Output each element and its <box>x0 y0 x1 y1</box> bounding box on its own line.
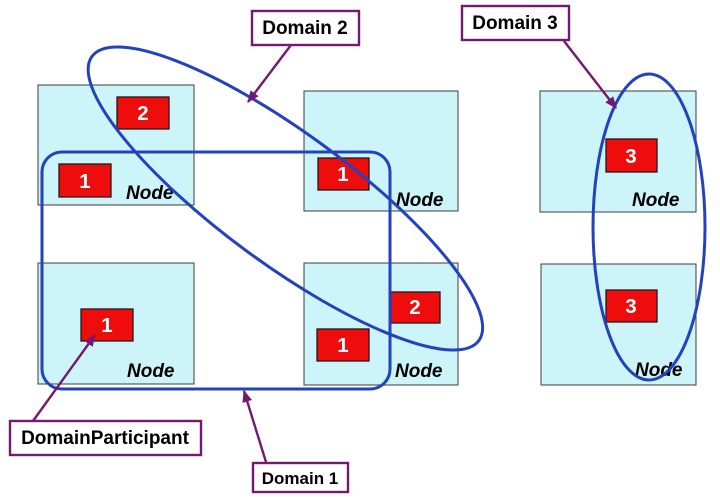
participant-number: 2 <box>137 102 148 125</box>
callout-domain-2: Domain 2 <box>250 9 361 47</box>
domain-2-arrow <box>247 44 292 103</box>
participant-number: 1 <box>101 314 112 337</box>
callout-arrows <box>32 40 617 463</box>
domain-2-outline <box>86 45 485 352</box>
participant-3-top-right: 3 <box>605 138 658 173</box>
participant-number: 1 <box>337 163 348 186</box>
node-label: Node <box>395 361 443 382</box>
callout-box <box>460 4 571 42</box>
participant-2-top-left: 2 <box>116 96 170 130</box>
participant-2-bottom-middle: 2 <box>390 291 441 324</box>
node-box <box>540 263 697 386</box>
callout-domainparticipant: DomainParticipant <box>8 419 203 457</box>
node-label: Node <box>127 361 175 382</box>
domain-1-arrow <box>242 390 268 463</box>
callout-label: DomainParticipant <box>21 428 190 449</box>
domain-3-arrow <box>563 40 617 109</box>
callout-box <box>8 419 203 457</box>
callout-domain-1: Domain 1 <box>251 461 350 494</box>
callout-label: Domain 2 <box>262 18 348 39</box>
participant-number: 2 <box>409 296 420 319</box>
participant-box <box>605 289 658 323</box>
node-label: Node <box>632 190 680 211</box>
participant-1-bottom-left: 1 <box>80 308 134 342</box>
callout-domain-3: Domain 3 <box>460 4 571 42</box>
participant-box <box>316 328 370 362</box>
participant-number: 1 <box>337 334 348 357</box>
node-label: Node <box>635 360 683 381</box>
participant-box <box>58 163 112 198</box>
participant-group: 2 1 1 3 1 2 1 3 <box>58 96 658 362</box>
callout-box <box>250 9 361 47</box>
participant-number: 1 <box>79 170 90 193</box>
node-label: Node <box>126 183 174 204</box>
participant-box <box>116 96 170 130</box>
participant-1-bottom-middle: 1 <box>316 328 370 362</box>
callout-labels: Domain 2 Domain 3 DomainParticipant Doma… <box>8 4 571 494</box>
domain-shapes <box>40 45 707 391</box>
participant-3-bottom-right: 3 <box>605 289 658 323</box>
domain-3-outline <box>591 72 707 382</box>
participant-box <box>605 138 658 173</box>
domain-1-outline <box>40 150 392 391</box>
callout-label: Domain 1 <box>262 469 339 488</box>
callout-box <box>251 461 350 494</box>
participant-1-top-left: 1 <box>58 163 112 198</box>
node-box <box>303 262 459 386</box>
node-bottom-middle: Node <box>303 262 459 386</box>
node-bottom-right: Node <box>540 263 697 386</box>
participant-box <box>390 291 441 324</box>
participant-number: 3 <box>625 295 636 318</box>
domainparticipant-arrow <box>32 334 96 422</box>
callout-label: Domain 3 <box>472 13 558 34</box>
node-label: Node <box>396 190 444 211</box>
participant-number: 3 <box>625 145 636 168</box>
